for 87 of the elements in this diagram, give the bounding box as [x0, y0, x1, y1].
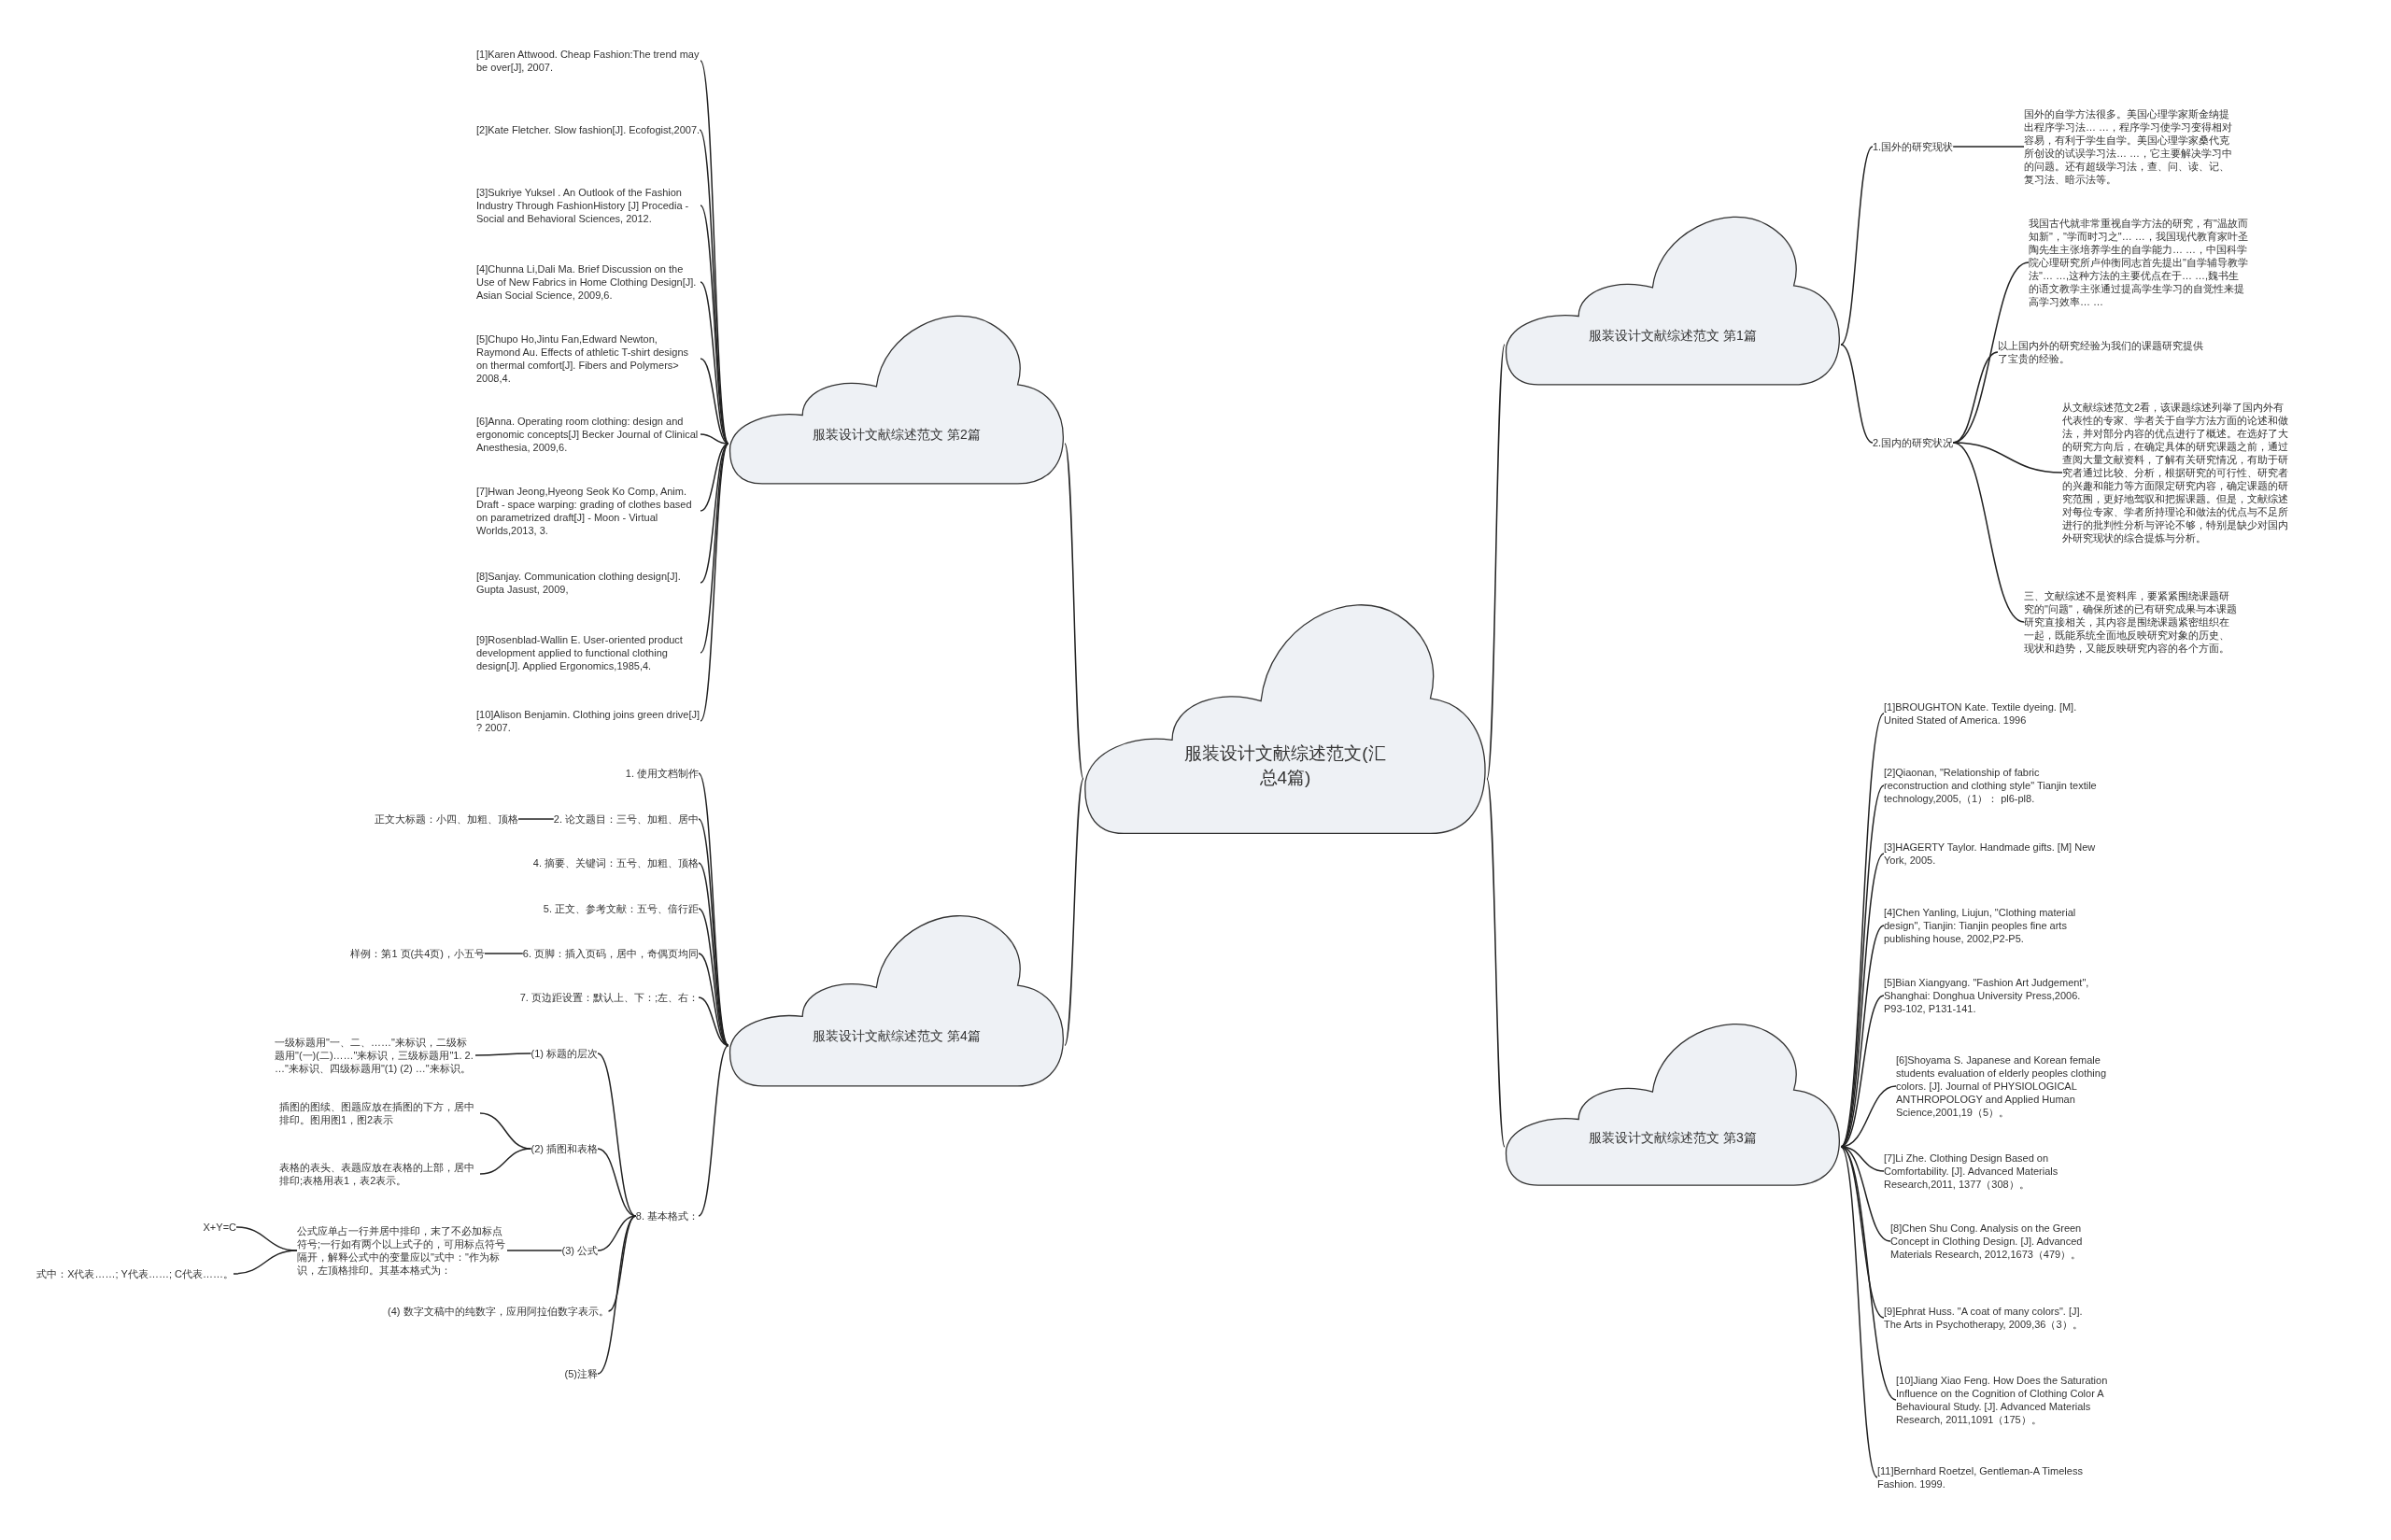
connector-line — [607, 1215, 637, 1312]
topic-title: 服装设计文献综述范文(汇总4篇) — [1183, 742, 1387, 790]
branch-text: [6]Anna. Operating room clothing: design and ergonomic concepts[J] Becker Journal of Clinical Anesthesia, 2009,6. — [476, 415, 700, 454]
connector-line — [700, 443, 729, 722]
branch-text: 2. 论文题目：三号、加粗、居中 — [553, 812, 699, 826]
branch-text: X+Y=C — [203, 1221, 236, 1234]
branch-text: [9]Ephrat Huss. "A coat of many colors". [J]. The Arts in Psychotherapy, 2009,36（3）。 — [1884, 1305, 2097, 1331]
connector-line — [700, 281, 729, 445]
branch-text: 1. 使用文档制作 — [625, 767, 699, 780]
connector-line — [698, 772, 729, 1047]
branch-text: (3) 公式 — [561, 1244, 598, 1257]
branch-text: (4) 数字文稿中的纯数字，应用阿拉伯数字表示。 — [388, 1305, 609, 1318]
connector-line — [698, 908, 729, 1047]
connector-line — [1486, 778, 1506, 1148]
branch-text: [1]Karen Attwood. Cheap Fashion:The trend may be over[J], 2007. — [476, 48, 700, 74]
branch-text: 7. 页边距设置：默认上、下：;左、右： — [519, 991, 699, 1004]
connector-line — [698, 953, 729, 1047]
branch-text: [4]Chen Yanling, Liujun, "Clothing material design", Tianjin: Tianjin peoples fine arts publishing house, 2002,P2-P5. — [1884, 906, 2097, 945]
branch-text: 正文大标题：小四、加粗、顶格 — [375, 812, 518, 826]
branch-text: (5)注释 — [564, 1367, 598, 1380]
connector-line — [1952, 442, 2063, 473]
branch-text: [2]Qiaonan, "Relationship of fabric reconstruction and clothing style" Tianjin textile technology,2005,（1）： pl6-pl8. — [1884, 766, 2097, 805]
branch-text: [2]Kate Fletcher. Slow fashion[J]. Ecofogist,2007. — [476, 123, 700, 136]
branch-text: [7]Li Zhe. Clothing Design Based on Comfortability. [J]. Advanced Materials Research,2011, 1377（308）。 — [1884, 1151, 2097, 1191]
branch-text: [10]Alison Benjamin. Clothing joins green drive[J] ? 2007. — [476, 708, 700, 734]
branch-text: [3]HAGERTY Taylor. Handmade gifts. [M] New York, 2005. — [1884, 841, 2097, 867]
connector-line — [698, 1044, 729, 1217]
connector-line — [506, 1250, 563, 1251]
branch-text: 国外的自学方法很多。美国心理学家斯金纳提出程序学习法… …，程序学习使学习变得相对容易，有利于学生自学。美国心理学家桑代克所创设的试误学习法… …，它主要解决学习中的问题。还有超级学习法，查、问、读、记、复习法、暗示法等。 — [2024, 107, 2239, 186]
connector-line — [1840, 1146, 1897, 1401]
topic-title: 服装设计文献综述范文 第4篇 — [813, 1026, 981, 1045]
branch-text: 插图的图续、图题应放在插图的下方，居中排印。图用图1，图2表示 — [279, 1100, 480, 1126]
branch-text: 5. 正文、参考文献：五号、倍行距 — [543, 902, 699, 915]
branch-text: 表格的表头、表题应放在表格的上部，居中排印;表格用表1，表2表示。 — [279, 1161, 480, 1187]
branch-text: [5]Bian Xiangyang. "Fashion Art Judgement", Shanghai: Donghua University Press,2006. P93-102, P131-141. — [1884, 976, 2097, 1015]
connector-line — [1840, 1146, 1885, 1319]
topic-title: 服装设计文献综述范文 第3篇 — [1589, 1128, 1757, 1147]
branch-text: [9]Rosenblad-Wallin E. User-oriented product development applied to functional clothing design[J]. Applied Ergonomics,1985,4. — [476, 633, 700, 672]
connector-line — [698, 996, 729, 1047]
branch-text: 样例：第1 页(共4页)，小五号 — [350, 947, 485, 960]
connector-line — [597, 1053, 637, 1217]
connector-line — [1840, 1146, 1878, 1478]
branch-text: 1.国外的研究现状 — [1873, 140, 1954, 153]
branch-text: [4]Chunna Li,Dali Ma. Brief Discussion on the Use of New Fabrics in Home Clothing Design[J]. Asian Social Science, 2009,6. — [476, 262, 700, 302]
connector-line — [233, 1250, 298, 1275]
branch-text: 一级标题用"一、二、……"来标识，二级标题用"(一)(二)……"来标识，三级标题用"1. 2. …"来标识、四级标题用"(1) (2) …"来标识。 — [275, 1036, 475, 1075]
connector-line — [1952, 442, 2025, 623]
connector-line — [1064, 778, 1084, 1047]
branch-text: [11]Bernhard Roetzel, Gentleman-A Timeless Fashion. 1999. — [1877, 1464, 2090, 1491]
branch-text: [8]Chen Shu Cong. Analysis on the Green Concept in Clothing Design. [J]. Advanced Materials Research, 2012,1673（479）。 — [1890, 1222, 2103, 1261]
branch-text: 我国古代就非常重视自学方法的研究，有"温故而知新"，"学而时习之"… …，我国现代教育家叶圣陶先生主张培养学生的自学能力… …，中国科学院心理研究所卢仲衡同志首先提出"自学辅导教学法"… …,这种方法的主要优点在于… …,魏书生的语文教学主张通过提高学生学习的自觉性来提高学习效率… … — [2029, 217, 2248, 308]
topic-title: 服装设计文献综述范文 第1篇 — [1589, 326, 1757, 345]
branch-text: [10]Jiang Xiao Feng. How Does the Saturation Influence on the Cognition of Clothing Color A Behavioural Study. [J]. Advanced Materials Research, 2011,1091（175）。 — [1896, 1374, 2109, 1426]
branch-text: 8. 基本格式： — [635, 1209, 699, 1222]
branch-text: 从文献综述范文2看，该课题综述列举了国内外有代表性的专家、学者关于自学方法方面的论述和做法，并对部分内容的优点进行了概述。在选好了大的研究方向后，在确定具体的研究课题之前，通过查阅大量文献资料，了解有关研究情况，有助于研究者通过比较、分析，根据研究的可行性、研究者的兴趣和能力等方面限定研究内容，确定课题的研究范围，更好地驾驭和把握课题。但是，文献综述对每位专家、学者所持理论和做法的优点与不足所进行的批判性分析与评论不够，特别是缺少对国内外研究现状的综合提炼与分析。 — [2062, 401, 2291, 544]
connector-line — [700, 443, 729, 584]
branch-text: 以上国内外的研究经验为我们的课题研究提供了宝贵的经验。 — [1998, 339, 2213, 365]
branch-text: [7]Hwan Jeong,Hyeong Seok Ko Comp, Anim. Draft - space warping: grading of clothes based on parametrized draft[J] - Moon - Virtual Worlds,2013, 3. — [476, 485, 700, 537]
connector-line — [517, 818, 555, 820]
branch-text: 2.国内的研究状况 — [1873, 436, 1954, 449]
connector-line — [474, 1053, 532, 1056]
connector-line — [1064, 443, 1084, 780]
connector-line — [479, 1148, 532, 1175]
branch-text: 4. 摘要、关键词：五号、加粗、顶格 — [532, 856, 699, 869]
connector-line — [1486, 344, 1506, 780]
connector-line — [484, 953, 524, 954]
connector-line — [700, 443, 729, 512]
connector-line — [700, 60, 729, 445]
branch-text: 公式应单占一行并居中排印，末了不必加标点符号;一行如有两个以上式子的，可用标点符号隔开，解释公式中的变量应以"式中："作为标识，左顶格排印。其基本格式为： — [297, 1224, 507, 1277]
branch-text: 三、文献综述不是资料库，要紧紧围绕课题研究的"问题"，确保所述的已有研究成果与本课题研究直接相关，其内容是围绕课题紧密组织在一起，既能系统全面地反映研究对象的历史、现状和趋势，又能反映研究内容的各个方面。 — [2024, 589, 2239, 655]
connector-line — [700, 358, 729, 445]
connector-line — [700, 433, 729, 445]
branch-text: [6]Shoyama S. Japanese and Korean female students evaluation of elderly peoples clothing colors. [J]. Journal of PHYSIOLOGICAL ANTHROPOLOGY and Applied Human Science,2001,19（5）。 — [1896, 1053, 2109, 1119]
branch-text: (1) 标题的层次 — [531, 1047, 598, 1060]
topic-title: 服装设计文献综述范文 第2篇 — [813, 425, 981, 444]
branch-text: (2) 插图和表格 — [531, 1142, 598, 1155]
branch-text: 6. 页脚：插入页码，居中，奇偶页均同 — [522, 947, 699, 960]
branch-text: [3]Sukriye Yuksel . An Outlook of the Fashion Industry Through FashionHistory [J] Procedia -Social and Behavioral Sciences, 2012. — [476, 186, 700, 225]
branch-text: 式中：X代表……; Y代表……; C代表……。 — [36, 1267, 233, 1280]
connector-line — [1840, 344, 1874, 444]
connector-line — [1840, 146, 1874, 346]
branch-text: [5]Chupo Ho,Jintu Fan,Edward Newton, Raymond Au. Effects of athletic T-shirt designs on thermal comfort[J]. Fibers and Polymers> 2008,4. — [476, 332, 700, 385]
branch-text: [1]BROUGHTON Kate. Textile dyeing. [M]. United Stated of America. 1996 — [1884, 700, 2097, 727]
branch-text: [8]Sanjay. Communication clothing design[J]. Gupta Jasust, 2009, — [476, 570, 700, 596]
connector-line — [1952, 146, 2025, 148]
connector-line — [597, 1215, 637, 1375]
connector-line — [700, 443, 729, 654]
